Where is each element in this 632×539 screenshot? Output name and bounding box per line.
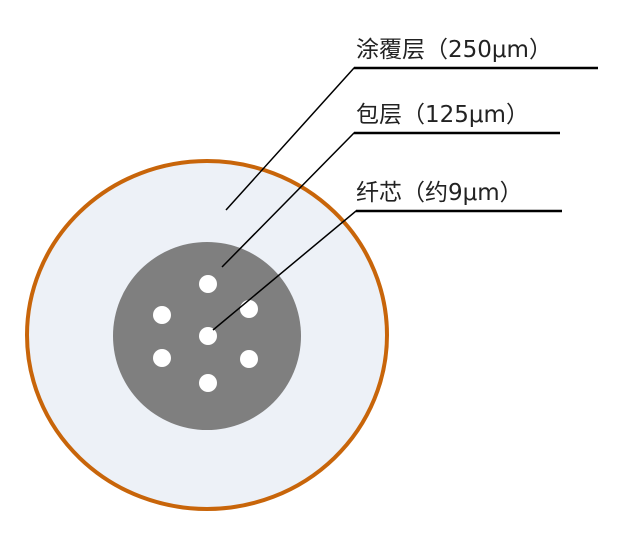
- coating-label: 涂覆层（250μm）: [356, 37, 552, 63]
- core: [240, 300, 258, 318]
- core-label: 纤芯（约9μm）: [356, 180, 523, 206]
- core: [199, 374, 217, 392]
- core: [199, 327, 217, 345]
- core: [199, 275, 217, 293]
- core: [240, 350, 258, 368]
- cladding-label: 包层（125μm）: [356, 102, 529, 128]
- core: [153, 349, 171, 367]
- core: [153, 306, 171, 324]
- cores: [153, 275, 258, 392]
